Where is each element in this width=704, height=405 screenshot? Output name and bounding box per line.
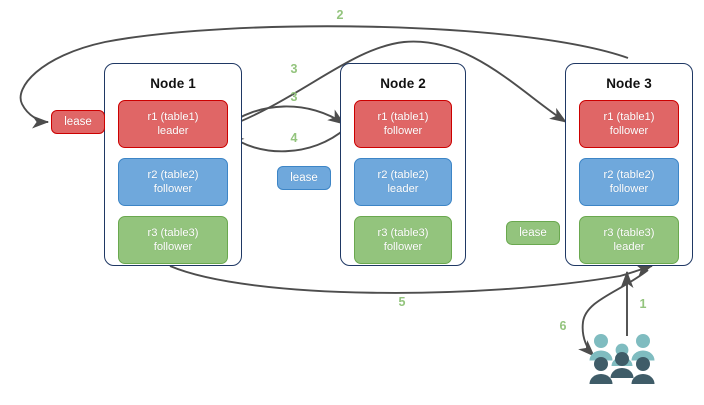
edge-5-node1-to-node3: [169, 264, 654, 294]
lease-badge-table2[interactable]: lease: [277, 166, 331, 190]
edge-3-to-node2: [223, 105, 345, 129]
replica-name: r2 (table2): [377, 169, 429, 181]
replica-role: follower: [153, 241, 193, 253]
node-title: Node 1: [150, 76, 196, 91]
replica-chip-r2[interactable]: r2 (table2) follower: [118, 158, 228, 206]
replica-name: r1 (table1): [147, 111, 199, 123]
replica-list: r1 (table1) follower r2 (table2) leader …: [354, 100, 452, 264]
step-label-5: 5: [398, 295, 406, 309]
replica-role: follower: [383, 125, 423, 137]
replica-role: follower: [609, 183, 649, 195]
replica-chip-r3[interactable]: r3 (table3) leader: [579, 216, 679, 264]
replica-name: r1 (table1): [603, 111, 655, 123]
replica-role: leader: [613, 241, 645, 253]
step-label-2: 2: [336, 8, 344, 22]
replica-chip-r3[interactable]: r3 (table3) follower: [354, 216, 452, 264]
step-label-3-to-node2: 3: [290, 90, 298, 104]
replica-chip-r3[interactable]: r3 (table3) follower: [118, 216, 228, 264]
replica-chip-r1[interactable]: r1 (table1) follower: [579, 100, 679, 148]
replica-name: r3 (table3): [377, 227, 429, 239]
replica-role: leader: [387, 183, 419, 195]
node-card-2[interactable]: Node 2 r1 (table1) follower r2 (table2) …: [340, 63, 466, 266]
node-card-3[interactable]: Node 3 r1 (table1) follower r2 (table2) …: [565, 63, 693, 266]
replica-role: follower: [609, 125, 649, 137]
replica-name: r1 (table1): [377, 111, 429, 123]
replica-role: follower: [153, 183, 193, 195]
node-card-1[interactable]: Node 1 r1 (table1) leader r2 (table2) fo…: [104, 63, 242, 266]
replica-name: r2 (table2): [603, 169, 655, 181]
lease-badge-table3[interactable]: lease: [506, 221, 560, 245]
replica-list: r1 (table1) follower r2 (table2) followe…: [579, 100, 679, 264]
node-title: Node 2: [380, 76, 426, 91]
users-icon: [589, 334, 655, 384]
lease-badge-table1[interactable]: lease: [51, 110, 105, 134]
replica-role: follower: [383, 241, 423, 253]
replica-chip-r1[interactable]: r1 (table1) leader: [118, 100, 228, 148]
step-label-3-to-node3: 3: [290, 62, 298, 76]
step-label-1: 1: [639, 297, 647, 311]
replica-name: r3 (table3): [147, 227, 199, 239]
replica-chip-r1[interactable]: r1 (table1) follower: [354, 100, 452, 148]
step-label-6: 6: [559, 319, 567, 333]
step-label-4: 4: [290, 131, 298, 145]
replica-name: r3 (table3): [603, 227, 655, 239]
replica-chip-r2[interactable]: r2 (table2) follower: [579, 158, 679, 206]
replica-chip-r2[interactable]: r2 (table2) leader: [354, 158, 452, 206]
replica-name: r2 (table2): [147, 169, 199, 181]
node-title: Node 3: [606, 76, 652, 91]
replica-list: r1 (table1) leader r2 (table2) follower …: [118, 100, 228, 264]
replica-role: leader: [157, 125, 189, 137]
